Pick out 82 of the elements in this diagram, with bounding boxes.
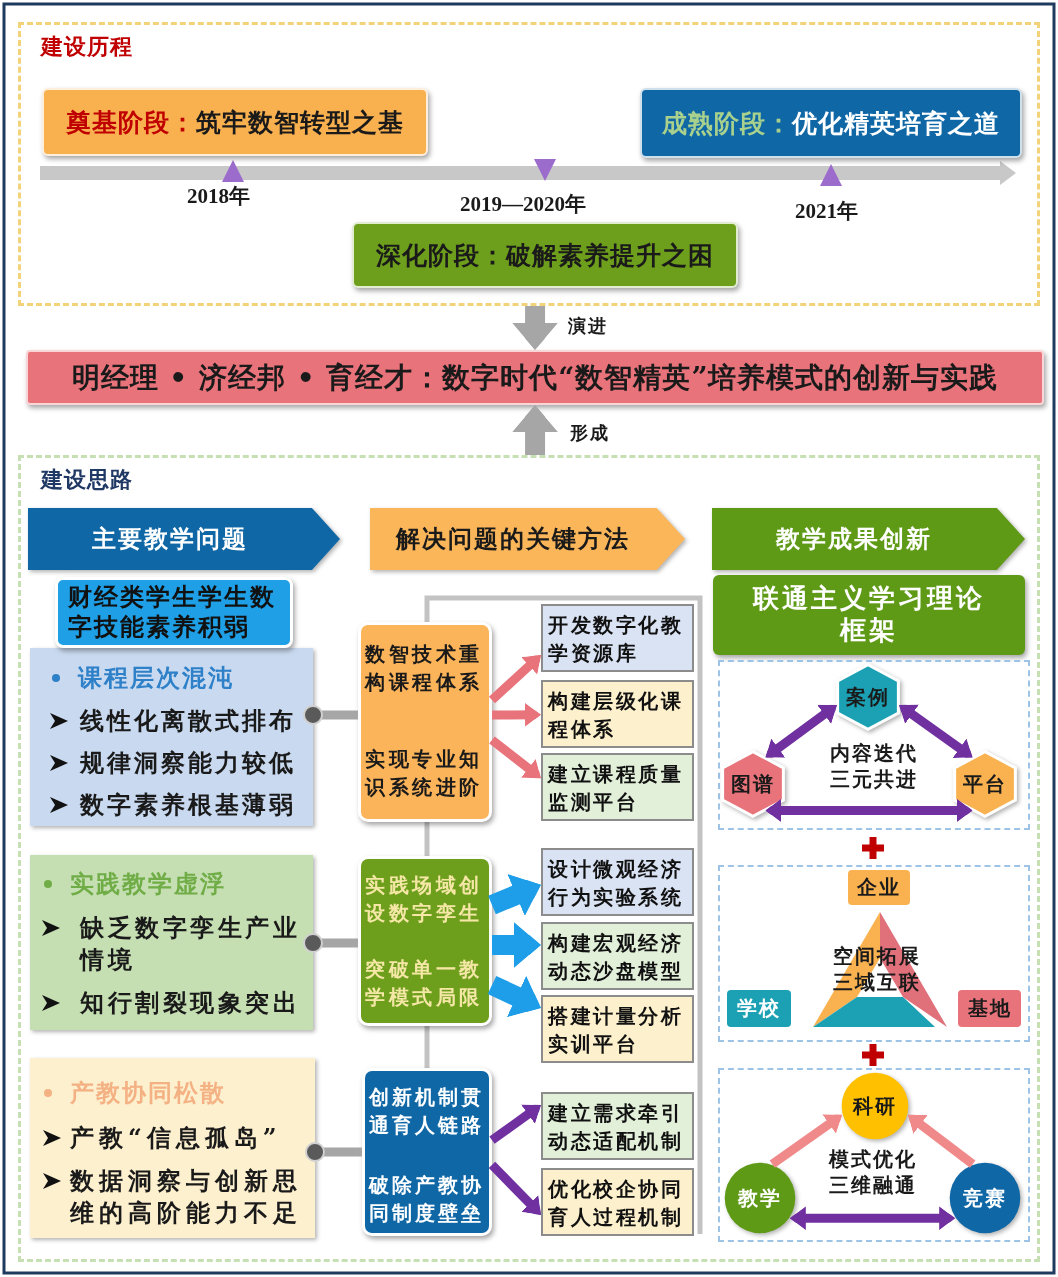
year-label: 2021年	[795, 199, 858, 223]
method-box	[362, 1068, 492, 1236]
hexagon-node: 案例	[837, 664, 899, 730]
list-item: 产教“信息孤岛”	[70, 1122, 283, 1154]
method-text: 实践场域创设数字孪生	[365, 872, 484, 927]
method-text: 创新机制贯通育人链路	[369, 1084, 485, 1139]
title-banner: 明经理 • 济经邦 • 育经才：数字时代“数智精英”培养模式的创新与实践	[26, 350, 1044, 405]
hexagon-node: 图谱	[722, 751, 784, 817]
place-box: 学校	[727, 990, 791, 1027]
year-label: 2019—2020年	[460, 192, 586, 216]
list-item: 数字素养根基薄弱	[80, 789, 297, 821]
block-arrow	[512, 305, 559, 350]
method-text: 实现专业知识系统进阶	[365, 746, 484, 801]
stage-label: 成熟阶段：	[662, 107, 792, 140]
problem-panel	[30, 1058, 315, 1238]
measure-box: 设计微观经济行为实验系统	[541, 848, 694, 916]
section-frame	[18, 22, 1040, 306]
method-box	[358, 622, 492, 822]
list-item: 知行割裂现象突出	[80, 987, 301, 1019]
measure-box: 优化校企协同育人过程机制	[541, 1168, 694, 1236]
list-item: 规律洞察能力较低	[80, 747, 297, 779]
panel-heading: 产教协同松散	[70, 1078, 226, 1108]
arrow	[899, 704, 973, 758]
block-arrow	[492, 922, 541, 969]
group-caption: 模式优化三维融通	[827, 1146, 918, 1198]
list-item: 数据洞察与创新思维的高阶能力不足	[70, 1165, 303, 1229]
arrow	[789, 1206, 956, 1231]
measure-box: 构建宏观经济动态沙盘模型	[541, 922, 694, 990]
arrow	[488, 655, 541, 704]
list-item: 线性化离散式排布	[80, 705, 297, 737]
measure-box: 开发数字化教学资源库	[541, 604, 694, 672]
header-banner: 解决问题的关键方法	[370, 508, 685, 570]
hexagon-node: 平台	[954, 751, 1016, 817]
arrow	[491, 702, 541, 727]
arrow	[489, 736, 541, 779]
block-arrow	[487, 975, 541, 1018]
measure-box: 建立课程质量监测平台	[541, 753, 694, 821]
header-banner: 教学成果创新	[712, 508, 1025, 570]
arrow	[907, 1114, 976, 1168]
stage-box	[640, 88, 1022, 158]
arrow	[765, 798, 973, 823]
section-title: 建设历程	[41, 32, 133, 61]
circle-node: 教学	[724, 1162, 796, 1234]
arrow	[769, 1114, 843, 1168]
section-title: 建设思路	[41, 465, 133, 494]
stage-label: 奠基阶段：	[66, 106, 196, 139]
circle-node: 科研	[841, 1072, 909, 1140]
header-banner: 主要教学问题	[28, 508, 340, 570]
place-box: 企业	[848, 870, 910, 905]
arrow	[765, 704, 837, 758]
group-frame	[718, 1068, 1030, 1242]
method-text: 数智技术重构课程体系	[365, 641, 484, 696]
section-frame	[18, 455, 1040, 1262]
panel-heading: 课程层次混沌	[78, 663, 234, 693]
list-item: 缺乏数字孪生产业情境	[80, 912, 301, 976]
stage-title: 筑牢数智转型之基	[196, 106, 404, 139]
problem-title-box: 财经类学生学生数字技能素养积弱	[55, 577, 293, 648]
stage-title: 破解素养提升之困	[506, 239, 714, 272]
circle-node: 竞赛	[949, 1162, 1021, 1234]
problem-panel	[30, 855, 313, 1030]
arrow	[489, 1104, 541, 1144]
stage-box	[42, 88, 428, 156]
measure-box: 构建层级化课程体系	[541, 680, 694, 748]
arrow	[488, 1161, 541, 1215]
problem-panel	[30, 648, 313, 826]
theory-box: 联通主义学习理论框架	[713, 575, 1025, 655]
stage-label: 深化阶段：	[376, 239, 506, 272]
block-arrow	[512, 405, 559, 456]
year-label: 2018年	[187, 184, 250, 208]
panel-heading: 实践教学虚浮	[70, 869, 226, 899]
method-box	[358, 856, 492, 1026]
measure-box: 建立需求牵引动态适配机制	[541, 1092, 694, 1160]
stage-title: 优化精英培育之道	[792, 107, 1000, 140]
group-frame	[718, 660, 1030, 830]
block-arrow	[488, 873, 541, 917]
place-box: 基地	[958, 990, 1021, 1027]
stage-box	[352, 222, 738, 288]
group-frame	[718, 865, 1030, 1042]
measure-box: 搭建计量分析实训平台	[541, 995, 694, 1063]
group-caption: 内容迭代三元共进	[829, 740, 919, 792]
method-text: 破除产教协同制度壁垒	[369, 1172, 485, 1227]
method-text: 突破单一教学模式局限	[365, 956, 484, 1011]
